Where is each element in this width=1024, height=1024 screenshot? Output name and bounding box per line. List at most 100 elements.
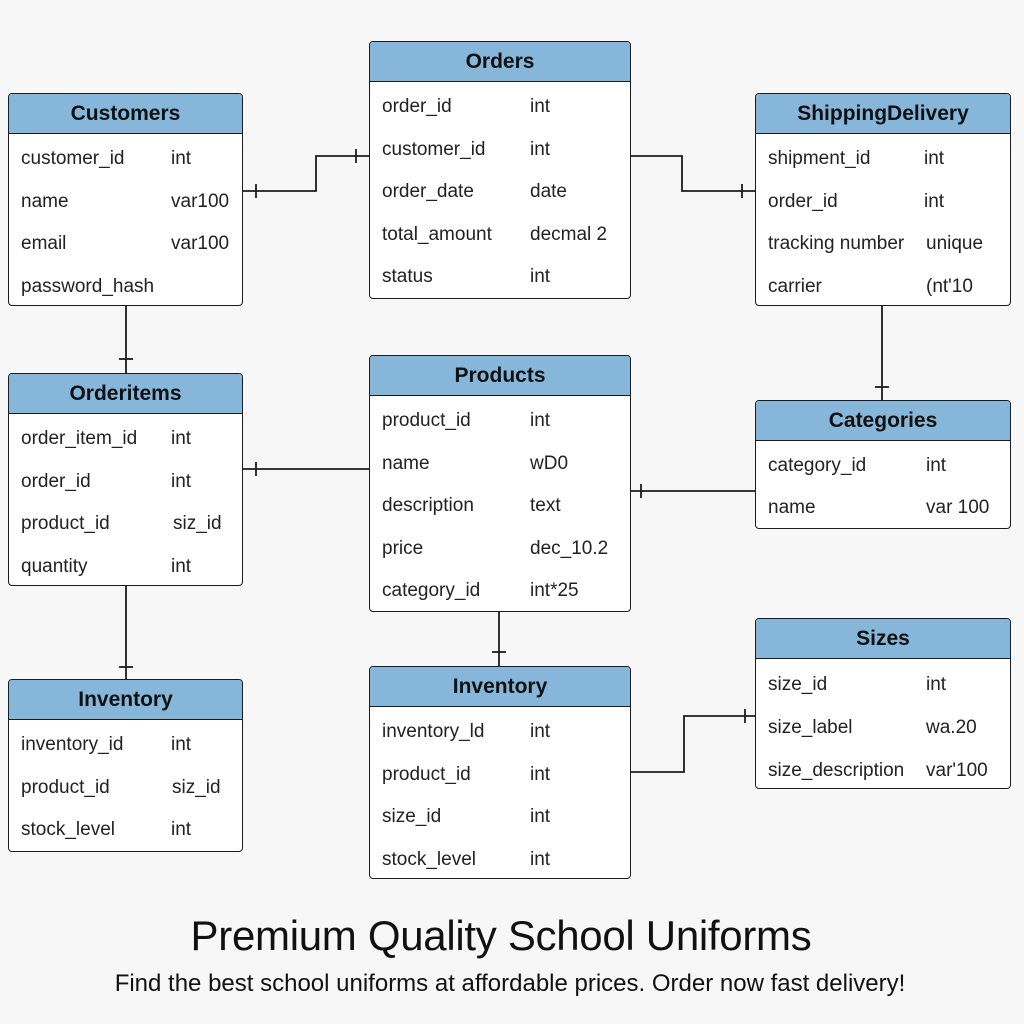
field-name: inventory_id <box>21 734 124 755</box>
field-row: category_id int <box>756 445 1010 487</box>
field-name: order_date <box>382 181 474 202</box>
field-name: stock_level <box>21 819 115 840</box>
field-name: product_id <box>21 513 110 534</box>
field-type: siz_id <box>173 513 222 534</box>
field-type: var 100 <box>926 496 990 518</box>
entity-title: Inventory <box>370 667 630 707</box>
entity-title: Products <box>370 356 630 396</box>
field-name: order_id <box>768 190 838 212</box>
field-type: int <box>530 721 551 742</box>
field-type: int <box>530 266 551 287</box>
field-name: tracking number <box>768 233 905 254</box>
field-row: size_description var'100 <box>756 749 1010 788</box>
field-type: int <box>171 819 192 840</box>
entity-title: Sizes <box>756 619 1010 659</box>
field-row: category_id int*25 <box>370 570 630 611</box>
field-type: int <box>924 148 945 169</box>
entity-title: Orderitems <box>9 374 242 414</box>
field-row: shipment_id int <box>756 138 1010 181</box>
connector-customers-orders <box>243 155 369 192</box>
field-type: int <box>530 96 551 117</box>
field-name: product_id <box>21 776 110 798</box>
field-row: password_hash <box>9 266 242 306</box>
field-type: siz_id <box>172 776 221 798</box>
footer-subtitle: Find the best school uniforms at afforda… <box>114 970 906 997</box>
field-type: decmal 2 <box>530 223 608 245</box>
field-name: order_id <box>21 470 91 492</box>
field-name: category_id <box>768 455 867 476</box>
field-row: tracking number unique <box>756 223 1010 266</box>
field-type: int <box>530 848 551 870</box>
connector-orders-shipping <box>631 155 755 192</box>
entity-title: Inventory <box>9 680 242 720</box>
field-row: order_id int <box>9 461 242 504</box>
field-type: (nt'10 <box>926 275 973 297</box>
field-type: int <box>530 763 551 785</box>
field-name: order_item_id <box>21 428 138 449</box>
field-type: var100 <box>171 233 230 254</box>
field-name: customer_id <box>382 138 486 160</box>
field-row: product_id siz_id <box>9 767 242 810</box>
field-type: unique <box>926 233 984 254</box>
field-row: customer_id int <box>370 129 630 172</box>
field-row: order_item_id int <box>9 418 242 461</box>
field-type: int <box>530 138 551 160</box>
connector-inventory-sizes <box>631 715 755 773</box>
field-name: email <box>21 233 67 254</box>
field-name: customer_id <box>21 148 125 169</box>
field-name: category_id <box>382 580 481 601</box>
field-row: name wD0 <box>370 443 630 486</box>
footer-title: Premium Quality School Uniforms <box>190 912 812 959</box>
field-type: var'100 <box>926 760 988 781</box>
field-row: stock_level int <box>9 809 242 851</box>
field-type: wD0 <box>530 452 569 474</box>
field-row: carrier (nt'10 <box>756 266 1010 306</box>
entity-title: Orders <box>370 42 630 82</box>
field-name: order_id <box>382 96 452 117</box>
field-name: name <box>382 452 430 474</box>
field-type: int <box>530 806 551 827</box>
field-name: description <box>382 495 474 516</box>
field-type: int <box>171 470 192 492</box>
field-name: inventory_ld <box>382 721 485 742</box>
field-name: shipment_id <box>768 148 871 169</box>
field-name: size_description <box>768 760 905 781</box>
field-name: carrier <box>768 275 822 297</box>
field-type: int <box>171 734 192 755</box>
field-name: price <box>382 537 424 559</box>
field-row: email var100 <box>9 223 242 266</box>
entity-title: Customers <box>9 94 242 134</box>
field-row: order_id int <box>370 86 630 129</box>
field-type: int*25 <box>530 580 579 601</box>
field-type: int <box>926 455 947 476</box>
field-type: text <box>530 495 561 516</box>
field-type: int <box>171 428 192 449</box>
